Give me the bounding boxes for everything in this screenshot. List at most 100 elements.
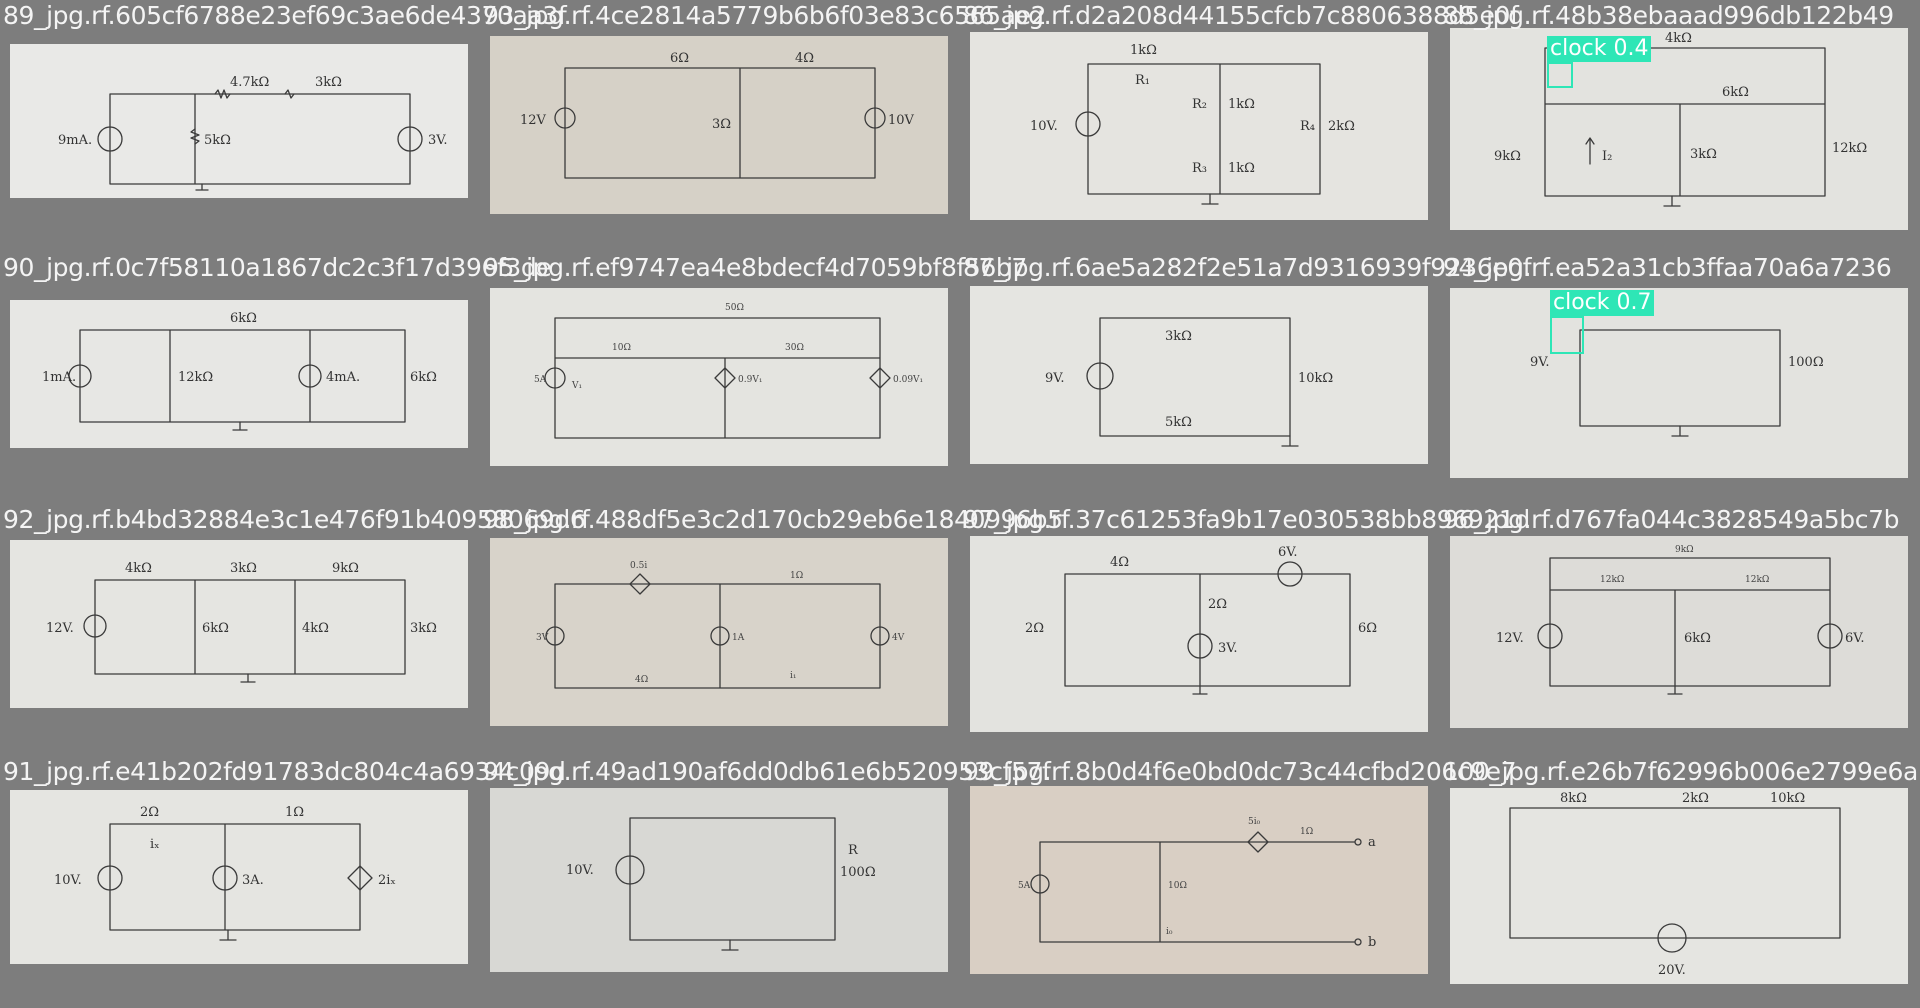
circuit-label: R — [848, 843, 859, 858]
detection-label: clock 0.7 — [1550, 290, 1655, 316]
circuit-diagram: 3V 0.5i 1A 1Ω 4Ω 4V i₁ — [536, 561, 905, 689]
circuit-label: 10V. — [566, 863, 594, 878]
grid-cell: 10V. R 100Ω 94_jpg.rf.49ad190af6dd0db61e… — [480, 756, 1051, 1006]
circuit-label: 1Ω — [1300, 827, 1313, 837]
circuit-label: 9kΩ — [1675, 545, 1694, 555]
grid-cell: 1kΩ R₁ 10V. R₂ 1kΩ R₃ 1kΩ R₄ 2kΩ 86_jpg.… — [960, 0, 1519, 250]
circuit-label: 6kΩ — [1684, 631, 1711, 646]
circuit-label: 6kΩ — [230, 311, 257, 326]
circuit-label: 10kΩ — [1770, 791, 1805, 806]
circuit-label: 100Ω — [840, 865, 876, 880]
circuit-diagram: 2Ω 1Ω 10V. iₓ 3A. 2iₓ — [54, 805, 396, 941]
circuit-label: 2Ω — [1208, 597, 1227, 612]
circuit-label: 9kΩ — [1494, 149, 1521, 164]
grid-cell: 5A V₁ 10Ω 30Ω 50Ω 0.9V₁ 0.09V₁ 95_jpg.rf… — [480, 252, 1027, 502]
circuit-label: 4kΩ — [1665, 31, 1692, 46]
grid-cell: 5A 10Ω 5i₀ 1Ω a i₀ b 99_jpg.rf.8b0d4f6e0… — [960, 756, 1517, 1006]
circuit-label: 10kΩ — [1298, 371, 1333, 386]
image-caption: 89_jpg.rf.605cf6788e23ef69c3ae6de4370aa3… — [3, 1, 567, 30]
circuit-label: 3kΩ — [410, 621, 437, 636]
circuit-photo: 1kΩ R₁ 10V. R₂ 1kΩ R₃ 1kΩ R₄ 2kΩ — [970, 32, 1428, 220]
circuit-label: 5kΩ — [1165, 415, 1192, 430]
image-caption: 100_jpg.rf.e26b7f62996b006e2799e6a — [1443, 757, 1918, 786]
circuit-label: V₁ — [571, 381, 582, 391]
grid-cell: 9kΩ 12kΩ 12kΩ 12V. 6kΩ 6V. 96_jpg.rf.d76… — [1440, 504, 1918, 754]
image-caption: 95_jpg.rf.ef9747ea4e8bdecf4d7059bf8f56b7 — [483, 253, 1027, 282]
circuit-label: 4kΩ — [302, 621, 329, 636]
circuit-label: 9V. — [1045, 371, 1065, 386]
circuit-label: 9V. — [1530, 355, 1550, 370]
image-caption: 91_jpg.rf.e41b202fd91783dc804c4a6934c09d — [3, 757, 566, 786]
circuit-label: 4mA. — [326, 370, 360, 385]
circuit-label: 4V — [892, 633, 905, 643]
image-caption: 97_jpg.rf.37c61253fa9b17e030538bb896921d — [963, 505, 1530, 534]
detection-label: clock 0.4 — [1547, 36, 1652, 62]
circuit-label: 1Ω — [790, 571, 803, 581]
circuit-label: 20V. — [1658, 963, 1686, 978]
image-caption: 92_jpg.rf.b4bd32884e3c1e476f91b40958069d… — [3, 505, 586, 534]
circuit-label: 10V. — [1030, 119, 1058, 134]
circuit-label: 1kΩ — [1228, 97, 1255, 112]
circuit-label: 2kΩ — [1682, 791, 1709, 806]
circuit-label: 3V. — [1218, 641, 1238, 656]
circuit-photo: 2Ω 1Ω 10V. iₓ 3A. 2iₓ — [10, 790, 468, 964]
circuit-label: 3kΩ — [315, 75, 342, 90]
circuit-label: 4Ω — [635, 675, 648, 685]
circuit-label: R₁ — [1135, 73, 1150, 88]
circuit-label: 8kΩ — [1560, 791, 1587, 806]
circuit-label: 12kΩ — [178, 370, 213, 385]
circuit-label: 10Ω — [612, 343, 631, 353]
detection-box — [1547, 62, 1573, 88]
circuit-photo: 3V 0.5i 1A 1Ω 4Ω 4V i₁ — [490, 538, 948, 726]
circuit-diagram: 12V 6Ω 4Ω 3Ω 10V — [520, 51, 915, 179]
circuit-diagram: 5A V₁ 10Ω 30Ω 50Ω 0.9V₁ 0.09V₁ — [534, 303, 923, 439]
circuit-label: 5A — [534, 375, 547, 385]
circuit-photo: 5A 10Ω 5i₀ 1Ω a i₀ b — [970, 786, 1428, 974]
circuit-label: 2kΩ — [1328, 119, 1355, 134]
circuit-label: iₓ — [150, 837, 160, 852]
circuit-photo: 8kΩ 2kΩ 10kΩ 20V. — [1450, 788, 1908, 984]
circuit-label: 30Ω — [785, 343, 804, 353]
circuit-diagram: 4Ω 6V. 2Ω 2Ω 3V. 6Ω — [1025, 545, 1377, 695]
image-caption: 99_jpg.rf.8b0d4f6e0bd0dc73c44cfbd206c9e7 — [963, 757, 1517, 786]
circuit-label: 12kΩ — [1832, 141, 1867, 156]
circuit-label: 6kΩ — [410, 370, 437, 385]
circuit-label: 1A — [732, 633, 745, 643]
circuit-label: 50Ω — [725, 303, 744, 313]
image-caption: 90_jpg.rf.0c7f58110a1867dc2c3f17d396f3de — [3, 253, 552, 282]
circuit-diagram: 4kΩ 6kΩ 9kΩ I₂ 3kΩ 12kΩ — [1494, 31, 1867, 207]
circuit-label: 3V. — [428, 133, 448, 148]
circuit-label: i₀ — [1166, 927, 1173, 937]
circuit-photo: 4kΩ 6kΩ 9kΩ I₂ 3kΩ 12kΩ — [1450, 28, 1908, 230]
circuit-label: 4Ω — [795, 51, 814, 66]
circuit-label: 5kΩ — [204, 133, 231, 148]
circuit-label: 12V. — [1496, 631, 1524, 646]
circuit-label: 6kΩ — [202, 621, 229, 636]
circuit-label: b — [1368, 935, 1376, 950]
grid-cell: 1mA. 12kΩ 6kΩ 4mA. 6kΩ 90_jpg.rf.0c7f581… — [0, 252, 552, 502]
circuit-label: 12kΩ — [1600, 575, 1624, 585]
image-caption: 94_jpg.rf.ea52a31cb3ffaa70a6a7236 — [1443, 253, 1892, 282]
circuit-label: 12kΩ — [1745, 575, 1769, 585]
circuit-label: 5i₀ — [1248, 817, 1261, 827]
circuit-label: 1kΩ — [1130, 43, 1157, 58]
circuit-label: 12V. — [46, 621, 74, 636]
circuit-label: 1Ω — [285, 805, 304, 820]
circuit-label: 5A — [1018, 881, 1031, 891]
circuit-label: 10V. — [54, 873, 82, 888]
circuit-label: 1mA. — [42, 370, 76, 385]
circuit-label: 3A. — [242, 873, 264, 888]
circuit-diagram: 8kΩ 2kΩ 10kΩ 20V. — [1509, 791, 1841, 978]
grid-cell: 3V 0.5i 1A 1Ω 4Ω 4V i₁ 98_jpg.rf.488df5e… — [480, 504, 1063, 754]
circuit-label: R₂ — [1192, 97, 1207, 112]
circuit-label: 9kΩ — [332, 561, 359, 576]
circuit-photo: 5A V₁ 10Ω 30Ω 50Ω 0.9V₁ 0.09V₁ — [490, 288, 948, 466]
image-caption: 88_jpg.rf.48b38ebaaad996db122b49 — [1443, 1, 1894, 30]
circuit-diagram: 1kΩ R₁ 10V. R₂ 1kΩ R₃ 1kΩ R₄ 2kΩ — [1030, 43, 1355, 205]
circuit-label: 6Ω — [670, 51, 689, 66]
circuit-label: 6V. — [1845, 631, 1865, 646]
circuit-label: 10Ω — [1168, 881, 1187, 891]
circuit-label: i₁ — [790, 671, 797, 681]
circuit-label: 6V. — [1278, 545, 1298, 560]
